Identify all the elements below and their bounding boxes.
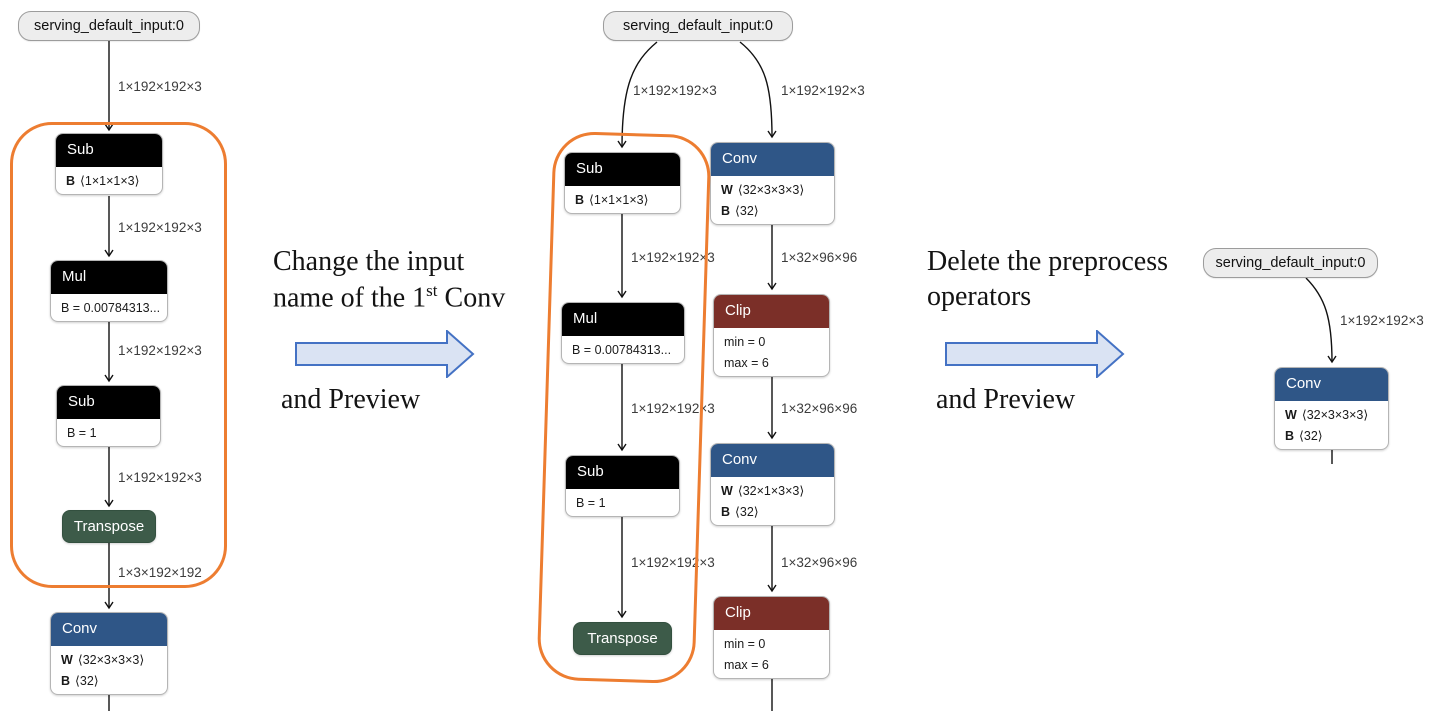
edge (1305, 277, 1332, 362)
op-attrs: min = 0 max = 6 (714, 630, 829, 676)
attr-value: ⟨32×3×3×3⟩ (1301, 408, 1369, 422)
attr-name: B (721, 505, 731, 519)
op-title: Clip (714, 295, 829, 328)
op-title: Conv (711, 444, 834, 477)
op-title: Sub (566, 456, 679, 489)
tensor-shape-label: 1×192×192×3 (118, 470, 202, 485)
attr-value: min = 0 (724, 637, 766, 651)
op-attrs: W ⟨32×1×3×3⟩ B ⟨32⟩ (711, 477, 834, 523)
op-attrs: B = 1 (57, 419, 160, 444)
attr-name: W (61, 653, 73, 667)
op-title: Conv (51, 613, 167, 646)
attr-value: B = 0.00784313... (61, 301, 161, 315)
tensor-shape-label: 1×192×192×3 (781, 83, 865, 98)
caption-step1-line1: Change the input (273, 246, 465, 277)
op-title: Sub (57, 386, 160, 419)
tensor-shape-label: 1×192×192×3 (1340, 313, 1424, 328)
caption-step2-line3: and Preview (936, 384, 1076, 415)
attr-value: max = 6 (724, 658, 769, 672)
tensor-shape-label: 1×192×192×3 (631, 250, 715, 265)
edge (739, 41, 772, 137)
attr-name: B (721, 204, 731, 218)
attr-value: min = 0 (724, 335, 766, 349)
op-node-sub[interactable]: Sub B ⟨1×1×1×3⟩ (55, 133, 163, 195)
attr-name: B (575, 193, 585, 207)
caption-step2-line1: Delete the preprocess (927, 246, 1168, 277)
tensor-shape-label: 1×32×96×96 (781, 555, 858, 570)
op-node-conv[interactable]: Conv W ⟨32×3×3×3⟩ B ⟨32⟩ (50, 612, 168, 695)
step-arrow-icon (295, 330, 475, 378)
op-node-conv[interactable]: Conv W ⟨32×1×3×3⟩ B ⟨32⟩ (710, 443, 835, 526)
attr-value: ⟨1×1×1×3⟩ (80, 174, 140, 188)
attr-value: ⟨32⟩ (75, 674, 99, 688)
op-attrs: W ⟨32×3×3×3⟩ B ⟨32⟩ (711, 176, 834, 222)
op-node-conv[interactable]: Conv W ⟨32×3×3×3⟩ B ⟨32⟩ (1274, 367, 1389, 450)
op-attrs: W ⟨32×3×3×3⟩ B ⟨32⟩ (51, 646, 167, 692)
caption-step1-line3: and Preview (281, 384, 421, 415)
attr-value: ⟨32×3×3×3⟩ (77, 653, 145, 667)
tensor-shape-label: 1×192×192×3 (118, 343, 202, 358)
op-node-sub[interactable]: Sub B = 1 (565, 455, 680, 517)
op-node-clip[interactable]: Clip min = 0 max = 6 (713, 596, 830, 679)
io-pill-input[interactable]: serving_default_input:0 (1203, 248, 1378, 278)
op-node-conv[interactable]: Conv W ⟨32×3×3×3⟩ B ⟨32⟩ (710, 142, 835, 225)
op-title: Mul (51, 261, 167, 294)
op-node-mul[interactable]: Mul B = 0.00784313... (50, 260, 168, 322)
op-title: Sub (565, 153, 680, 186)
op-attrs: B ⟨1×1×1×3⟩ (565, 186, 680, 211)
attr-name: W (721, 183, 733, 197)
attr-value: ⟨32⟩ (1299, 429, 1323, 443)
tensor-shape-label: 1×192×192×3 (118, 220, 202, 235)
op-attrs: B = 1 (566, 489, 679, 514)
op-node-transpose[interactable]: Transpose (62, 510, 156, 543)
op-attrs: B ⟨1×1×1×3⟩ (56, 167, 162, 192)
op-node-clip[interactable]: Clip min = 0 max = 6 (713, 294, 830, 377)
attr-value: B = 0.00784313... (572, 343, 672, 357)
caption-text: Conv (437, 282, 506, 314)
op-node-sub[interactable]: Sub B = 1 (56, 385, 161, 447)
attr-value: ⟨32×1×3×3⟩ (737, 484, 805, 498)
step-arrow-icon (945, 330, 1125, 378)
attr-value: B = 1 (67, 426, 97, 440)
attr-value: ⟨32×3×3×3⟩ (737, 183, 805, 197)
attr-name: W (1285, 408, 1297, 422)
attr-name: B (66, 174, 76, 188)
io-pill-input[interactable]: serving_default_input:0 (18, 11, 200, 41)
tensor-shape-label: 1×3×192×192 (118, 565, 202, 580)
attr-value: max = 6 (724, 356, 769, 370)
tensor-shape-label: 1×192×192×3 (633, 83, 717, 98)
op-attrs: min = 0 max = 6 (714, 328, 829, 374)
io-pill-input[interactable]: serving_default_input:0 (603, 11, 793, 41)
op-title: Conv (1275, 368, 1388, 401)
caption-step2-line2: operators (927, 281, 1032, 312)
tensor-shape-label: 1×32×96×96 (781, 401, 858, 416)
op-title: Clip (714, 597, 829, 630)
attr-value: B = 1 (576, 496, 606, 510)
op-node-mul[interactable]: Mul B = 0.00784313... (561, 302, 685, 364)
op-title: Mul (562, 303, 684, 336)
tensor-shape-label: 1×192×192×3 (631, 401, 715, 416)
attr-name: B (61, 674, 71, 688)
caption-superscript: st (426, 281, 438, 300)
op-node-transpose[interactable]: Transpose (573, 622, 672, 655)
op-title: Conv (711, 143, 834, 176)
tensor-shape-label: 1×192×192×3 (631, 555, 715, 570)
tensor-shape-label: 1×192×192×3 (118, 79, 202, 94)
edge (622, 41, 658, 147)
op-title: Sub (56, 134, 162, 167)
tensor-shape-label: 1×32×96×96 (781, 250, 858, 265)
attr-value: ⟨1×1×1×3⟩ (589, 193, 649, 207)
caption-text: name of the 1 (273, 282, 427, 314)
op-node-sub[interactable]: Sub B ⟨1×1×1×3⟩ (564, 152, 681, 214)
attr-value: ⟨32⟩ (735, 204, 759, 218)
op-attrs: B = 0.00784313... (51, 294, 167, 319)
op-attrs: B = 0.00784313... (562, 336, 684, 361)
attr-value: ⟨32⟩ (735, 505, 759, 519)
attr-name: B (1285, 429, 1295, 443)
caption-step1-line2: name of the 1st Conv (273, 281, 505, 314)
attr-name: W (721, 484, 733, 498)
op-attrs: W ⟨32×3×3×3⟩ B ⟨32⟩ (1275, 401, 1388, 447)
